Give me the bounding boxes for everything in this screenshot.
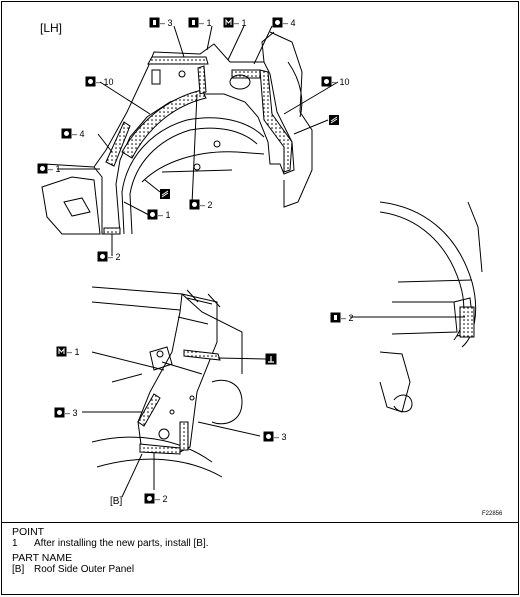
part-row: [B] Roof Side Outer Panel: [12, 564, 512, 575]
callout-o10-left: – 10: [96, 77, 114, 87]
callout-o2-low: – 2: [108, 252, 121, 262]
callout-m1-top: – 1: [234, 18, 247, 28]
part-text: Roof Side Outer Panel: [34, 564, 135, 575]
notes-section: POINT 1 After installing the new parts, i…: [12, 526, 512, 576]
callout-symbols: [37, 17, 341, 504]
callout-o4-left: – 4: [72, 129, 85, 139]
callout-i3: – 3: [160, 18, 173, 28]
figure-id: F22856: [482, 511, 503, 517]
callout-labels: – 3 – 1 – 1 – 4 – 10 – 10 – 4 – 1 – 1 – …: [48, 18, 354, 507]
point-row: 1 After installing the new parts, install…: [12, 538, 512, 549]
point-text: After installing the new parts, install …: [34, 538, 209, 549]
part-number: [B]: [12, 564, 25, 575]
point-heading: POINT: [12, 526, 45, 538]
callout-o1-mid: – 1: [158, 210, 171, 220]
callout-i1-top: – 1: [199, 18, 212, 28]
bottom-diagram: [82, 286, 267, 498]
top-diagram: [41, 25, 339, 256]
callout-m1-low: – 1: [67, 347, 80, 357]
part-name-heading: PART NAME: [12, 552, 73, 564]
repair-diagram: [LH]: [37, 17, 503, 517]
callout-o2-bottom: – 2: [155, 494, 168, 504]
side-label: [LH]: [40, 21, 62, 35]
callout-o2-mid: – 2: [200, 200, 213, 210]
callout-o4-top: – 4: [283, 18, 296, 28]
callout-i2-right: – 2: [341, 313, 354, 323]
callout-o3-right: – 3: [274, 432, 287, 442]
callout-b: [B]: [110, 496, 122, 507]
right-diagram: [350, 201, 483, 413]
callout-o10-right: – 10: [332, 77, 350, 87]
drawing-area: [LH]: [2, 2, 518, 523]
callout-o1-left: – 1: [48, 164, 61, 174]
top-diagram-symbols: [160, 115, 339, 199]
callout-o3-left: – 3: [65, 408, 78, 418]
point-number: 1: [12, 538, 18, 549]
